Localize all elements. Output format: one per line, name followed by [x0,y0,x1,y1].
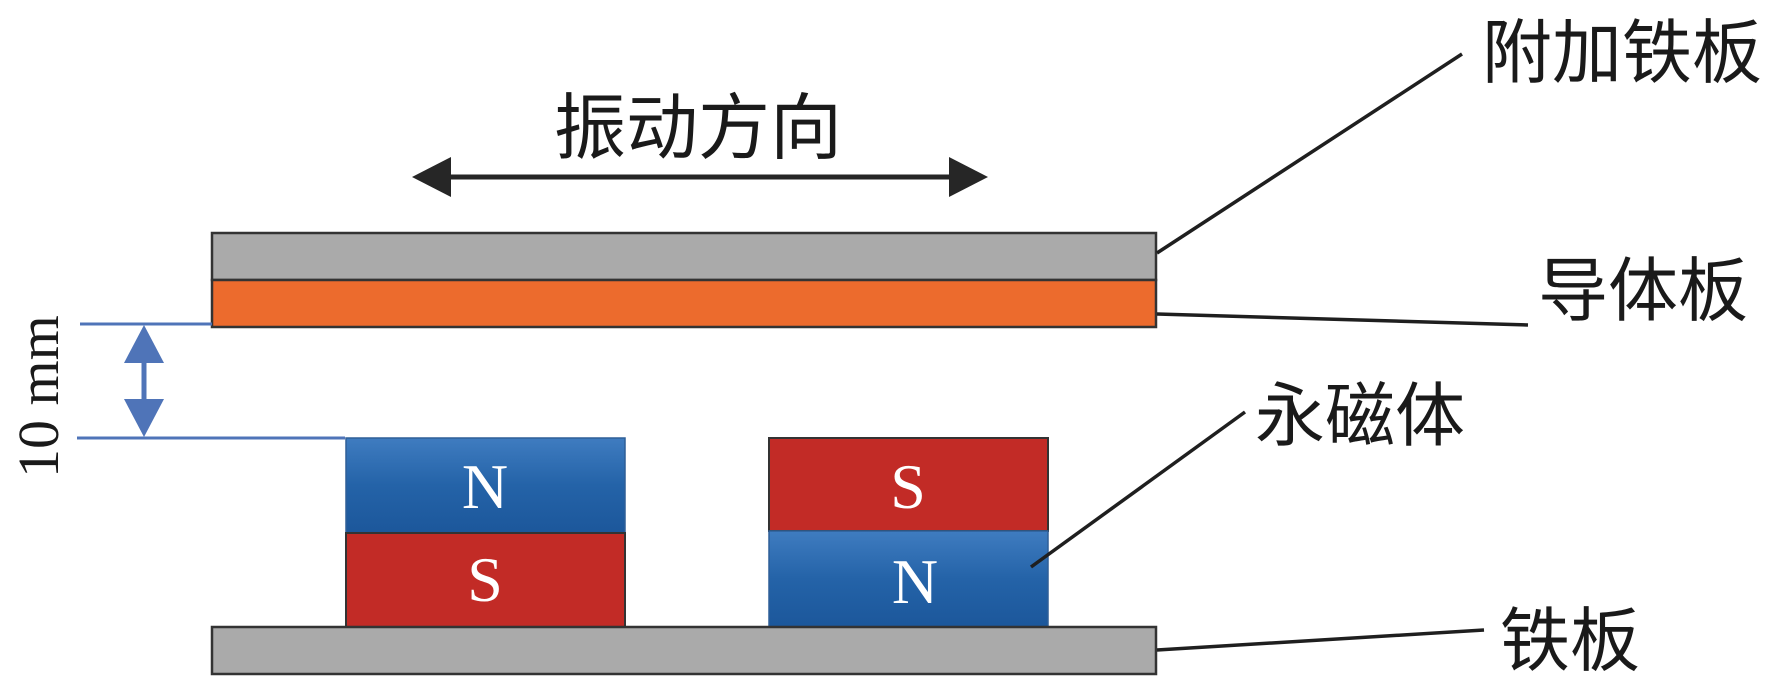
leader-conductor-plate [1156,312,1529,327]
arrow-head-right [949,157,988,197]
vibration-direction-arrow [412,157,988,197]
magnet-left-bottom-block [345,532,626,628]
magnet-right-bottom-pole: N [892,546,938,617]
label-conductor-plate: 导体板 [1538,250,1748,332]
vibration-direction-label: 振动方向 [554,86,842,170]
magnet-left: N S [345,437,626,628]
gap-dimension [77,322,345,440]
label-iron-plate: 铁板 [1500,600,1640,682]
dimension-arrow-down [124,399,164,437]
magnet-right-top-pole: S [890,451,926,522]
label-permanent-magnet: 永磁体 [1255,375,1465,457]
dimension-arrow-up [124,325,164,363]
conductor-plate [210,278,1158,329]
gap-label: 10 mm [6,315,71,478]
arrow-head-left [412,157,451,197]
leader-iron-plate [1156,628,1485,652]
magnet-right-bottom-block [768,530,1049,628]
magnet-left-top-pole: N [462,451,508,522]
magnet-right: S N [768,437,1049,628]
leader-additional-iron-plate [1156,52,1463,255]
magnet-left-bottom-pole: S [467,544,503,615]
leader-permanent-magnet [1029,410,1247,569]
label-additional-iron-plate: 附加铁板 [1482,12,1762,94]
magnet-right-top-block [768,437,1049,532]
iron-plate [210,625,1158,676]
additional-iron-plate [210,231,1158,282]
